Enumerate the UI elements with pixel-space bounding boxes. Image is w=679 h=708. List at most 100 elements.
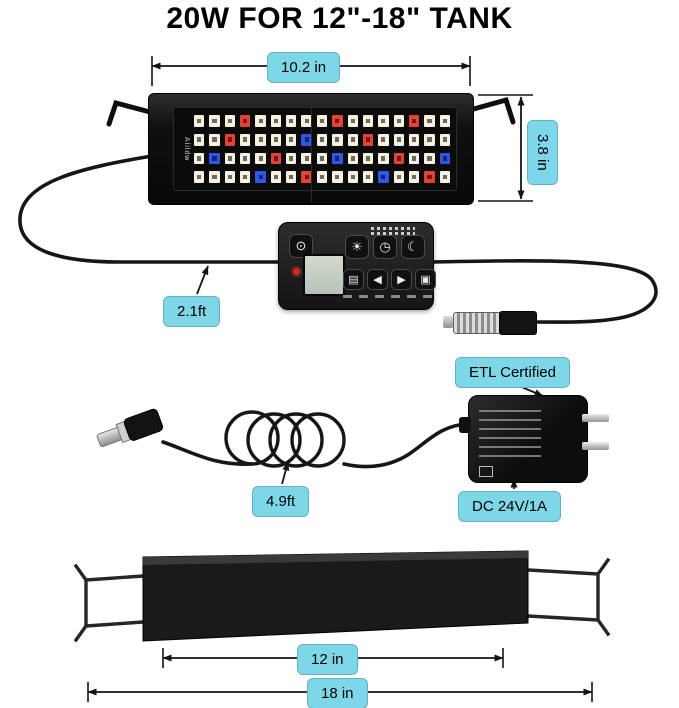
led (332, 171, 343, 183)
callout-label-power-spec: DC 24V/1A (458, 491, 562, 522)
led (194, 115, 205, 127)
preset-button: ▣ (415, 269, 436, 290)
led (393, 152, 404, 165)
led (270, 152, 282, 165)
led (224, 115, 236, 127)
plug-prong (582, 442, 609, 450)
led (424, 171, 435, 183)
led (270, 115, 282, 127)
lamp-bracket-right (467, 96, 516, 125)
remote-control: ⊙ ☀ ◷ ☾ ▤ ◀ ▶ ▣ (278, 222, 436, 310)
cable-coil-loop (290, 412, 346, 468)
adapter-spec-text (479, 410, 541, 462)
callout-label-etl-certified: ETL Certified (455, 357, 570, 388)
led (347, 115, 358, 127)
led (194, 152, 205, 165)
led (224, 152, 236, 165)
dimension-label-lamp-height: 3.8 in (527, 120, 558, 185)
led (270, 171, 282, 183)
led (332, 133, 343, 146)
remote-display (303, 254, 345, 296)
connector-body (499, 311, 537, 335)
led (316, 133, 328, 146)
remote-indicator-led (293, 268, 300, 275)
led (286, 115, 297, 127)
led (408, 171, 420, 183)
light-body-top-view (142, 550, 529, 642)
led-grid (194, 115, 450, 183)
led (240, 133, 251, 146)
led-panel: Alildw (173, 107, 457, 191)
dimension-label-body-length: 12 in (297, 644, 358, 675)
led (393, 133, 404, 146)
grid-icon: ▣ (420, 274, 431, 286)
led (362, 115, 374, 127)
led (439, 171, 450, 183)
cable-coil-loop (268, 412, 324, 468)
sun-icon: ☀ (351, 239, 363, 254)
dc-female-connector (443, 310, 537, 335)
led (347, 152, 358, 165)
plug-body (122, 407, 165, 443)
power-icon: ⊙ (295, 238, 307, 253)
arrow-adapter-cable-length (281, 461, 290, 485)
led (408, 115, 420, 127)
cable-coil-loop (224, 410, 280, 466)
adapter-cable (342, 422, 472, 469)
led (209, 171, 220, 183)
led (439, 152, 450, 165)
led (378, 133, 389, 146)
cord-strain-relief (459, 417, 471, 433)
light-body-top-edge (143, 551, 528, 565)
power-adapter (459, 395, 609, 483)
moon-icon: ☾ (407, 239, 419, 254)
led (332, 115, 343, 127)
arrow-left-icon: ◀ (373, 274, 382, 286)
led (378, 152, 389, 165)
dimension-label-remote-cable: 2.1ft (163, 296, 221, 327)
led (347, 133, 358, 146)
extendable-bracket-left (73, 563, 145, 643)
dc-male-plug (93, 404, 165, 455)
button-captions (343, 295, 433, 298)
led (209, 152, 220, 165)
led (194, 133, 205, 146)
led (301, 171, 312, 183)
led (378, 171, 389, 183)
led (316, 171, 328, 183)
previous-button: ◀ (367, 269, 388, 290)
led (301, 115, 312, 127)
led (224, 171, 236, 183)
led (255, 133, 266, 146)
led (255, 152, 266, 165)
led (255, 115, 266, 127)
led (316, 115, 328, 127)
brand-label: Alildw (183, 136, 190, 162)
next-button: ▶ (391, 269, 412, 290)
dimension-label-extended-length: 18 in (307, 678, 368, 708)
plug-prong (582, 414, 609, 422)
led (393, 115, 404, 127)
led (393, 171, 404, 183)
led (301, 133, 312, 146)
connector-ridges (453, 312, 501, 334)
mode-button: ▤ (343, 269, 364, 290)
led (194, 171, 205, 183)
led (424, 115, 435, 127)
led (240, 115, 251, 127)
extendable-bracket-right (526, 557, 611, 637)
page-title: 20W FOR 12"-18" TANK (166, 2, 513, 35)
lamp-bracket-left (106, 99, 153, 127)
indicator-marks (371, 227, 415, 237)
led (362, 171, 374, 183)
led (240, 152, 251, 165)
arrow-remote-cable-length (196, 265, 209, 295)
led (224, 133, 236, 146)
dimension-label-lamp-width: 10.2 in (267, 52, 341, 83)
led (286, 133, 297, 146)
coil-to-plug-cable (161, 440, 254, 466)
clock-icon: ◷ (379, 239, 391, 254)
led (408, 152, 420, 165)
led (424, 152, 435, 165)
led (316, 152, 328, 165)
